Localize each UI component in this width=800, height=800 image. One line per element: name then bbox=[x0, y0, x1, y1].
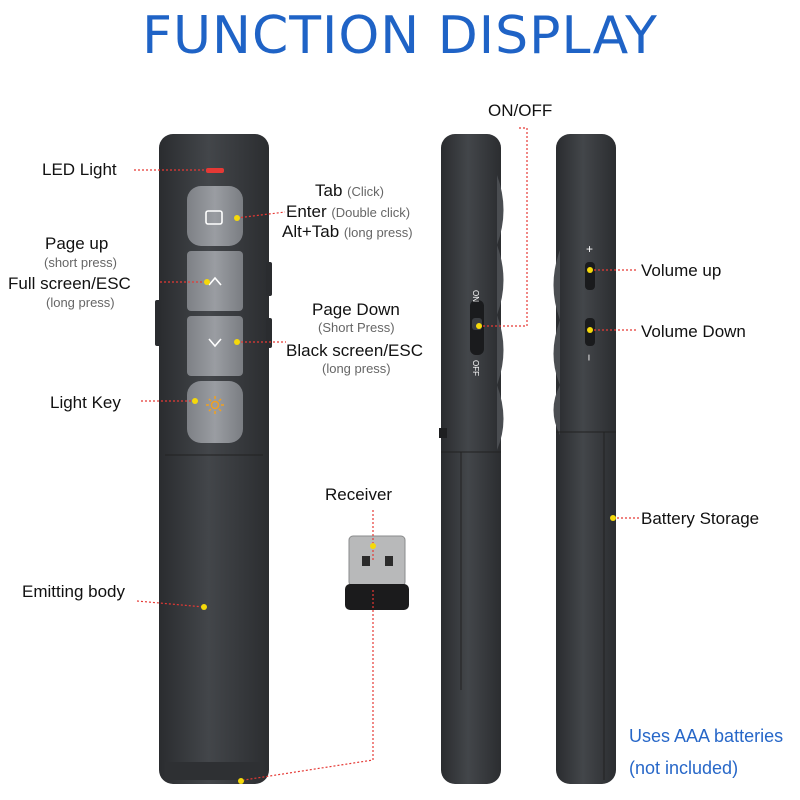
chevron-down-icon bbox=[208, 338, 222, 348]
volume-up-button[interactable] bbox=[585, 262, 595, 290]
volume-down-label: Volume Down bbox=[641, 322, 746, 341]
page-down-label: Page Down bbox=[312, 300, 400, 319]
on-off-label: ON/OFF bbox=[488, 101, 553, 120]
switch-on-label: ON bbox=[471, 290, 480, 302]
full-screen-sublabel: (long press) bbox=[46, 295, 115, 310]
tab-button[interactable] bbox=[187, 186, 243, 246]
batteries-note-line1: Uses AAA batteries bbox=[629, 726, 784, 746]
page-title: FUNCTION DISPLAY bbox=[142, 6, 658, 66]
switch-off-label: OFF bbox=[471, 360, 480, 376]
presenter-back: + − bbox=[553, 134, 616, 784]
presenter-side: ON OFF bbox=[439, 134, 504, 784]
light-key-label: Light Key bbox=[50, 393, 121, 412]
minus-icon: − bbox=[582, 354, 596, 361]
page-up-button[interactable] bbox=[187, 251, 243, 311]
plus-icon: + bbox=[586, 242, 593, 256]
alt-tab-label: Alt+Tab (long press) bbox=[282, 222, 413, 241]
callout-markers bbox=[192, 215, 616, 784]
tab-label: Tab (Click) bbox=[315, 181, 384, 200]
emitting-body-label: Emitting body bbox=[22, 582, 125, 601]
square-icon bbox=[205, 210, 223, 225]
page-up-sublabel: (short press) bbox=[44, 255, 117, 270]
black-screen-sublabel: (long press) bbox=[322, 361, 391, 376]
batteries-note-line2: (not included) bbox=[629, 758, 739, 778]
page-down-sublabel: (Short Press) bbox=[318, 320, 395, 335]
chevron-up-icon bbox=[208, 276, 222, 286]
sun-icon bbox=[206, 396, 224, 414]
usb-receiver bbox=[345, 535, 409, 610]
leader-lines bbox=[134, 127, 640, 781]
black-screen-label: Black screen/ESC bbox=[286, 341, 423, 360]
presenter-front bbox=[155, 134, 272, 784]
led-light-label: LED Light bbox=[42, 160, 117, 179]
battery-storage-label: Battery Storage bbox=[641, 509, 760, 528]
full-screen-label: Full screen/ESC bbox=[8, 274, 131, 293]
volume-up-label: Volume up bbox=[641, 261, 722, 280]
led-light bbox=[206, 168, 224, 173]
page-up-label: Page up bbox=[45, 234, 109, 253]
enter-label: Enter (Double click) bbox=[286, 202, 411, 221]
receiver-label: Receiver bbox=[325, 485, 393, 504]
